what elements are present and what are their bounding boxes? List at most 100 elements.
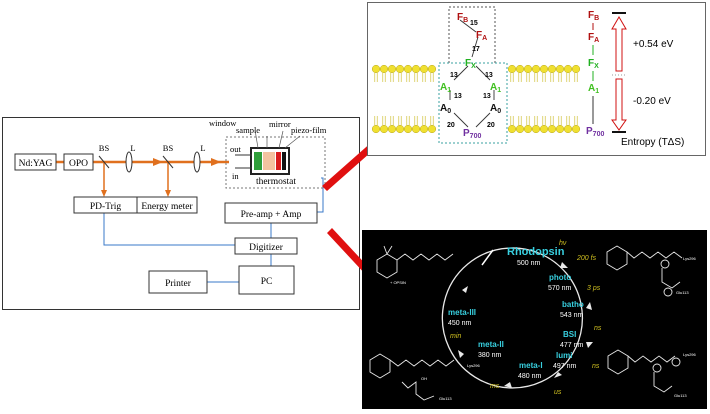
state-meta-ii: meta-II — [478, 340, 504, 349]
energy-fx-label: FX — [588, 58, 599, 70]
lipid-head — [571, 124, 581, 134]
a1-right-label: A1 — [490, 82, 501, 94]
leader-piezo — [284, 135, 301, 149]
link-a0l-p700 — [453, 112, 469, 128]
state-meta-iii-nm: 450 nm — [448, 320, 472, 327]
setup-panel: Nd:YAG OPO BS L BS L PD-Trig Energy mete… — [2, 117, 360, 310]
dist-13: 13 — [454, 93, 462, 100]
lipid-head — [555, 124, 565, 134]
state-photo-nm: 570 nm — [548, 285, 572, 292]
retinal-molecule-topright — [606, 245, 683, 297]
time-ns: ns — [592, 363, 600, 370]
lipid-head — [531, 64, 541, 74]
label-hv: hν — [559, 240, 567, 247]
state-meta-ii-nm: 380 nm — [478, 352, 502, 359]
in-label: in — [232, 171, 239, 181]
state-rhodopsin-nm: 500 nm — [517, 260, 541, 267]
lipid-head — [515, 124, 525, 134]
lipid-head — [395, 124, 405, 134]
thermostat-label: thermostat — [256, 177, 296, 187]
ps1-diagram: FB FA FX A1 A1 A0 A0 P700 15 17 13 13 13… — [371, 6, 684, 148]
opsin-label: + OPSIN — [390, 280, 406, 285]
lipid-head — [427, 64, 437, 74]
dist-17: 17 — [472, 46, 480, 53]
lipid-head — [547, 124, 557, 134]
state-meta-iii: meta-III — [448, 308, 476, 317]
link-fa-fx — [471, 36, 479, 58]
retinal-molecule-bottomright — [607, 349, 681, 393]
wire-sensor-preamp — [317, 177, 324, 213]
window-label: window — [209, 118, 237, 128]
state-bsi: BSI — [563, 330, 576, 339]
printer-label: Printer — [165, 279, 192, 289]
leader-mirror — [278, 130, 284, 149]
state-meta-i: meta-I — [519, 361, 543, 370]
link-a0r-p700 — [475, 112, 491, 128]
lipid-head — [539, 124, 549, 134]
fb-label: FB — [457, 12, 468, 24]
lipid-head — [395, 64, 405, 74]
lipid-head — [379, 64, 389, 74]
fx-label: FX — [465, 58, 476, 70]
bs-label: BS — [99, 143, 110, 153]
lipid-head — [403, 124, 413, 134]
lipid-head — [403, 64, 413, 74]
fa-label: FA — [476, 30, 487, 42]
oh-label: OH — [421, 376, 427, 381]
leader-window — [254, 129, 259, 149]
cycle-arrowhead — [458, 350, 464, 358]
lipid-head — [387, 64, 397, 74]
time-3ps: 3 ps — [587, 285, 601, 292]
state-lumi: lumi — [556, 351, 572, 360]
p700-label: P700 — [463, 128, 481, 140]
energy-meter-box — [136, 196, 198, 214]
lipid-head — [379, 124, 389, 134]
opo-label: OPO — [69, 159, 88, 169]
glu-label: Glu113 — [439, 396, 452, 401]
lipid-head — [571, 64, 581, 74]
lipid-head — [371, 64, 381, 74]
printer-box — [148, 270, 208, 294]
beam-arrowhead — [211, 158, 221, 166]
lipid-head — [507, 64, 517, 74]
piezo-element — [282, 152, 286, 170]
link-fx-a1r — [475, 65, 491, 81]
out-label: out — [230, 144, 242, 154]
energy-minus-label: -0.20 eV — [633, 96, 671, 107]
lipid-head — [427, 124, 437, 134]
lipid-head — [531, 124, 541, 134]
a1-left-label: A1 — [440, 82, 451, 94]
beam-arrowhead — [153, 158, 163, 166]
retinal-bar — [481, 249, 494, 266]
beam-splitter-2 — [162, 155, 174, 169]
lipid-head — [371, 124, 381, 134]
state-bsi-nm: 477 nm — [560, 342, 584, 349]
time-200fs: 200 fs — [576, 255, 597, 262]
dist-15: 15 — [470, 20, 478, 27]
retinal-molecule-topleft — [376, 245, 454, 279]
entropy-label: Entropy (TΔS) — [621, 137, 684, 148]
mirror-element — [276, 152, 281, 170]
thermostat-box — [225, 136, 326, 189]
lipid-head — [547, 64, 557, 74]
cycle-arc — [479, 247, 584, 389]
lipid-head — [515, 64, 525, 74]
opo-box — [63, 153, 94, 171]
lens-label: L — [200, 143, 205, 153]
glu-label: Glu113 — [676, 290, 689, 295]
a0-right-label: A0 — [490, 103, 501, 115]
lens-1 — [125, 151, 133, 173]
mirror-label: mirror — [269, 119, 291, 129]
pc-box — [238, 265, 295, 295]
energy-plus-label: +0.54 eV — [633, 39, 674, 50]
link-fx-a1l — [453, 65, 469, 81]
dist-13: 13 — [483, 93, 491, 100]
lys-label: Lys296 — [683, 256, 697, 261]
lipid-head — [523, 64, 533, 74]
beam-splitter-1 — [98, 155, 110, 169]
lipid-head — [419, 64, 429, 74]
dist-20: 20 — [487, 122, 495, 129]
cycle-arrowhead — [586, 342, 593, 348]
cycle-arrowhead — [554, 372, 562, 378]
lipid-head — [387, 124, 397, 134]
